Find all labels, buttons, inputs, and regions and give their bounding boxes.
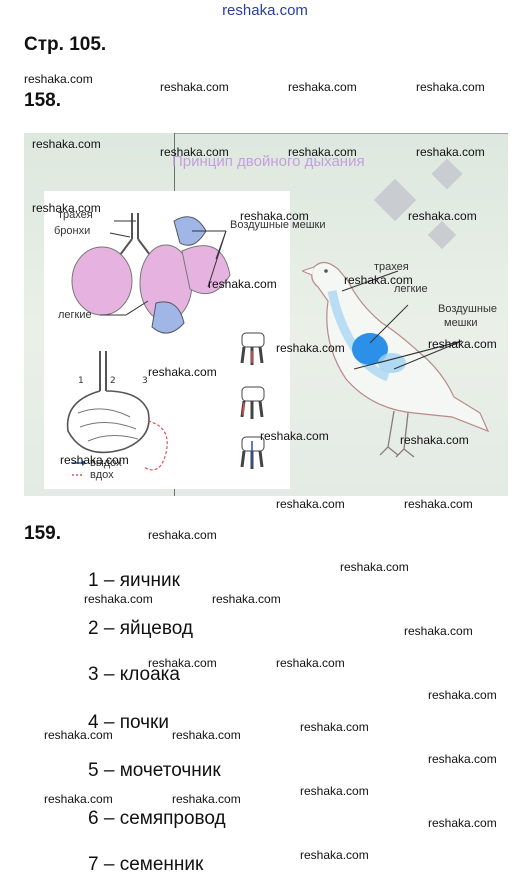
diagram-number: 2 [110, 376, 116, 386]
watermark: reshaka.com [428, 688, 497, 702]
label-inhale: вдох [90, 469, 114, 481]
page-heading: Стр. 105. [24, 34, 107, 55]
stage-1 [240, 332, 265, 365]
answer-item: 6 – семяпровод [88, 808, 226, 829]
stage-2 [240, 386, 265, 419]
answer-item: 1 – яичник [88, 570, 180, 591]
decorative-diamond [431, 158, 463, 190]
watermark: reshaka.com [32, 201, 101, 215]
bird-label-lungs: легкие [394, 283, 428, 295]
bird-label-air-sacs-2: мешки [444, 317, 478, 329]
task-number-159: 159. [24, 523, 61, 544]
watermark: reshaka.com [148, 365, 217, 379]
watermark: reshaka.com [60, 453, 129, 467]
answer-item: 2 – яйцевод [88, 618, 193, 639]
watermark: reshaka.com [160, 80, 229, 94]
watermark: reshaka.com [160, 145, 229, 159]
label-bronchi: бронхи [54, 225, 91, 237]
watermark: reshaka.com [240, 209, 309, 223]
label-exhale: выдох [90, 457, 122, 469]
figure-title: Принцип двойного дыхания [172, 153, 365, 170]
answer-item: 3 – клоака [88, 664, 180, 685]
site-caption: reshaka.com [222, 2, 308, 19]
watermark: reshaka.com [404, 497, 473, 511]
double-breathing-figure: Принцип двойного дыхания [24, 133, 508, 496]
watermark: reshaka.com [404, 624, 473, 638]
bird-label-trachea: трахея [374, 261, 409, 273]
watermark: reshaka.com [428, 752, 497, 766]
watermark: reshaka.com [288, 145, 357, 159]
watermark: reshaka.com [340, 560, 409, 574]
watermark: reshaka.com [408, 209, 477, 223]
decorative-diamond [427, 220, 457, 250]
watermark: reshaka.com [32, 137, 101, 151]
watermark: reshaka.com [212, 592, 281, 606]
watermark: reshaka.com [300, 720, 369, 734]
label-air-sacs: Воздушные мешки [230, 219, 326, 231]
stage-3 [240, 436, 265, 469]
watermark: reshaka.com [416, 145, 485, 159]
watermark: reshaka.com [172, 728, 241, 742]
bird-label-air-sacs: Воздушные [438, 303, 497, 315]
label-lungs: легкие [58, 309, 92, 321]
answer-item: 7 – семенник [88, 854, 204, 875]
watermark: reshaka.com [400, 433, 469, 447]
watermark: reshaka.com [172, 792, 241, 806]
watermark: reshaka.com [148, 656, 217, 670]
answer-item: 5 – мочеточник [88, 760, 221, 781]
watermark: reshaka.com [148, 528, 217, 542]
watermark: reshaka.com [24, 72, 93, 86]
watermark: reshaka.com [344, 273, 413, 287]
answer-item: 4 – почки [88, 712, 169, 733]
watermark: reshaka.com [84, 592, 153, 606]
watermark: reshaka.com [260, 429, 329, 443]
watermark: reshaka.com [300, 784, 369, 798]
watermark: reshaka.com [208, 277, 277, 291]
label-trachea: трахея [58, 209, 93, 221]
watermark: reshaka.com [428, 816, 497, 830]
watermark: reshaka.com [44, 792, 113, 806]
watermark: reshaka.com [428, 337, 497, 351]
stage-diagrams [240, 332, 265, 469]
task-number-158: 158. [24, 90, 61, 111]
pigeon-diagram [302, 261, 490, 458]
watermark: reshaka.com [276, 656, 345, 670]
watermark: reshaka.com [276, 341, 345, 355]
watermark: reshaka.com [288, 80, 357, 94]
watermark: reshaka.com [44, 728, 113, 742]
watermark: reshaka.com [416, 80, 485, 94]
watermark: reshaka.com [276, 497, 345, 511]
lungs-diagram: 1 2 3 [66, 213, 231, 476]
diagram-number: 3 [142, 376, 148, 386]
diagram-number: 1 [78, 376, 84, 386]
figure-divider-top [174, 133, 508, 134]
watermark: reshaka.com [300, 848, 369, 862]
